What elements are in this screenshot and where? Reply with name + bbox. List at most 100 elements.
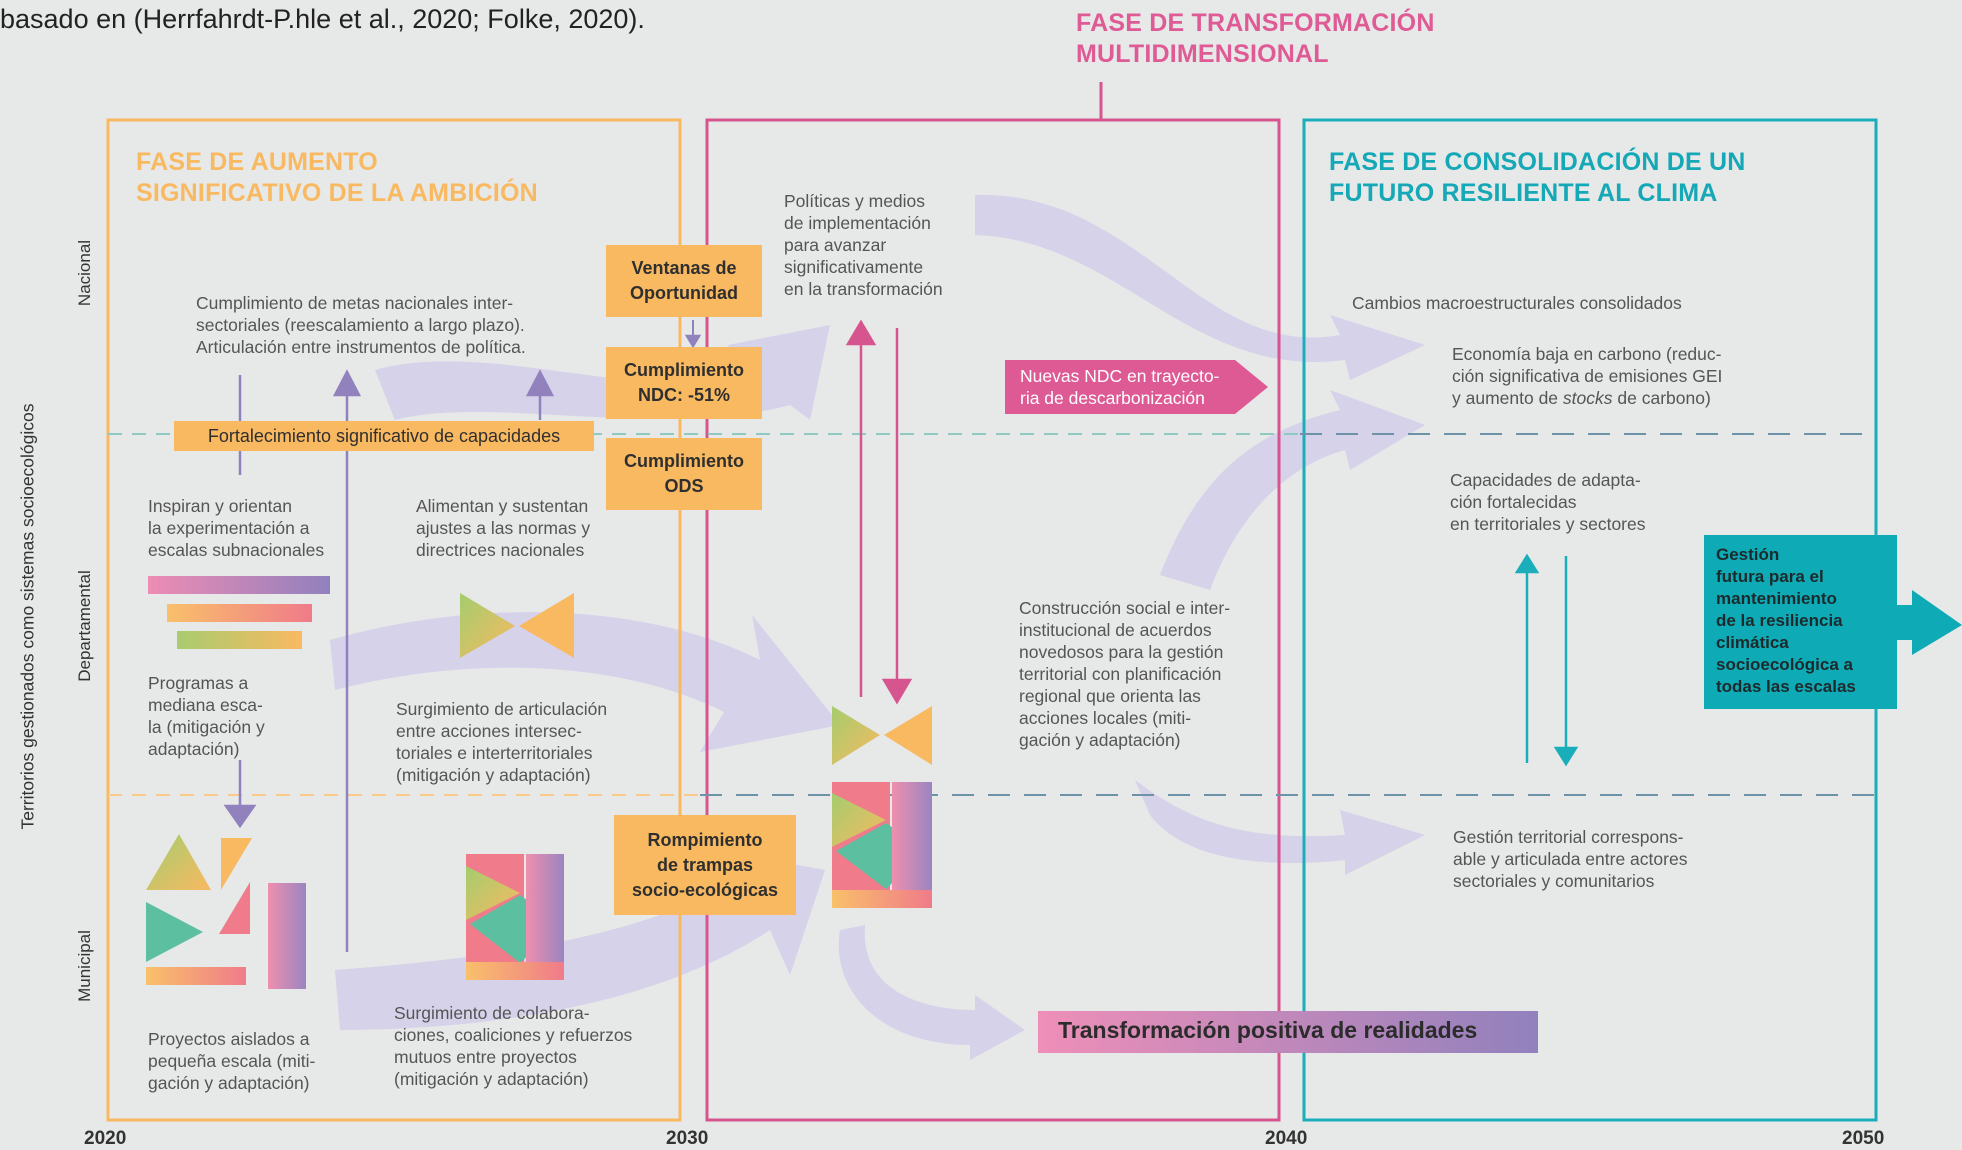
box-ventanas: Ventanas de Oportunidad — [606, 245, 762, 317]
proyectos-line1: Proyectos aislados a — [148, 1029, 310, 1049]
politicas-line5: en la transformación — [784, 279, 943, 299]
economia-line3b: stocks — [1562, 388, 1613, 408]
flow-arrow-4 — [975, 194, 1425, 380]
proyectos-line2: pequeña escala (miti- — [148, 1051, 316, 1071]
text-inspiran: Inspiran y orientan la experimentación a… — [148, 495, 324, 561]
teal-arrow-up-head — [1514, 553, 1540, 574]
text-capacidades-adaptacion: Capacidades de adapta- ción fortalecidas… — [1450, 469, 1646, 535]
gradient-bar-2 — [167, 604, 312, 622]
frame-transformation — [705, 118, 1281, 1122]
gestion-text: Gestión futura para el mantenimiento de … — [1716, 544, 1856, 698]
capacidades-adaptacion-line3: en territoriales y sectores — [1450, 514, 1646, 534]
gestion-line4: de la resiliencia — [1716, 611, 1843, 630]
frame-ambition — [106, 118, 682, 1122]
figure-caption: basado en (Herrfahrdt-P.hle et al., 2020… — [0, 4, 645, 34]
year-2030: 2030 — [666, 1128, 709, 1149]
box-trampas-line3: socio-ecológicas — [631, 879, 779, 900]
box-ndc-line2: NDC: -51% — [637, 385, 730, 405]
text-proyectos: Proyectos aislados a pequeña escala (mit… — [148, 1028, 315, 1094]
inspiran-line1: Inspiran y orientan — [148, 496, 292, 516]
gradient-bar-3 — [177, 631, 302, 649]
nuevas-ndc-line2: ria de descarbonización — [1020, 388, 1205, 408]
y-axis-label: Territorios gestionados como sistemas so… — [17, 403, 38, 830]
surgimiento-colaboraciones-line2: ciones, coaliciones y refuerzos — [394, 1025, 633, 1045]
phase-title-ambition-line2: SIGNIFICATIVO DE LA AMBICIÓN — [136, 179, 538, 207]
arrow-head-d — [223, 804, 257, 829]
economia-line3a: y aumento de — [1452, 388, 1563, 408]
phase-title-transformation-line1: FASE DE TRANSFORMACIÓN — [1076, 9, 1435, 37]
box-trampas-line1: Rompimiento — [647, 829, 763, 850]
transformacion-text: Transformación positiva de realidades — [1058, 1017, 1478, 1043]
surgimiento-articulacion-line2: entre acciones intersec- — [396, 721, 582, 741]
gestion-box — [1704, 535, 1897, 709]
inspiran-line2: la experimentación a — [148, 518, 310, 538]
surgimiento-colaboraciones-line3: mutuos entre proyectos — [394, 1047, 577, 1067]
surgimiento-articulacion-line1: Surgimiento de articulación — [396, 699, 608, 719]
text-alimentan: Alimentan y sustentan ajustes a las norm… — [416, 495, 590, 561]
phase-title-ambition: FASE DE AUMENTO SIGNIFICATIVO DE LA AMBI… — [136, 147, 538, 209]
teal-arrow-down-head — [1553, 746, 1579, 767]
box-trampas: Rompimiento de trampas socio-ecológicas — [614, 815, 796, 915]
year-2040: 2040 — [1265, 1128, 1308, 1149]
politicas-line2: de implementación — [784, 213, 931, 233]
bowtie-shape-1 — [460, 593, 574, 658]
flow-arrow-6 — [1135, 780, 1425, 875]
construccion-line6: acciones locales (miti- — [1019, 708, 1192, 728]
gestion-line5: climática — [1716, 633, 1789, 652]
cumplimiento-metas-line3: Articulación entre instrumentos de polít… — [196, 337, 526, 357]
text-surgimiento-articulacion: Surgimiento de articulación entre accion… — [396, 698, 607, 786]
text-cumplimiento-metas: Cumplimiento de metas nacionales inter- … — [196, 292, 526, 358]
shape-cluster-municipal — [146, 834, 306, 989]
construccion-line1: Construcción social e inter- — [1019, 598, 1231, 618]
proyectos-line3: gación y adaptación) — [148, 1073, 310, 1093]
programas-line1: Programas a — [148, 673, 249, 693]
flow-arrow-7 — [838, 925, 1025, 1060]
surgimiento-colaboraciones-line1: Surgimiento de colabora- — [394, 1003, 590, 1023]
arrow-head-b — [332, 369, 362, 397]
alimentan-line2: ajustes a las normas y — [416, 518, 591, 538]
row-label-national: Nacional — [75, 239, 94, 307]
flow-arrow-2 — [335, 850, 825, 1030]
capacidades-adaptacion-line1: Capacidades de adapta- — [1450, 470, 1641, 490]
economia-line1: Economía baja en carbono (reduc- — [1452, 344, 1722, 364]
text-politicas: Políticas y medios de implementación par… — [784, 190, 943, 300]
text-surgimiento-colaboraciones: Surgimiento de colabora- ciones, coalici… — [394, 1002, 632, 1090]
politicas-line4: significativamente — [784, 257, 924, 277]
text-programas: Programas a mediana esca- la (mitigación… — [148, 672, 265, 760]
construccion-line5: regional que orienta las — [1019, 686, 1201, 706]
box-ndc-line1: Cumplimiento — [624, 360, 744, 380]
text-gestion-territorial: Gestión territorial correspons- able y a… — [1453, 826, 1687, 892]
gestion-line6: socioecológica a — [1716, 655, 1853, 674]
economia-line3c: de carbono) — [1612, 388, 1711, 408]
box-ventanas-line2: Oportunidad — [630, 283, 738, 303]
economia-line2: ción significativa de emisiones GEI — [1452, 366, 1723, 386]
flow-arrow-1 — [330, 612, 840, 752]
flow-arrow-5 — [1160, 390, 1425, 590]
capacidades-adaptacion-line2: ción fortalecidas — [1450, 492, 1577, 512]
box-trampas-line2: de trampas — [656, 854, 754, 875]
politicas-line1: Políticas y medios — [784, 191, 926, 211]
nuevas-ndc-shape — [1005, 360, 1268, 414]
pink-arrow-up-head — [845, 319, 877, 346]
gestion-territorial-line1: Gestión territorial correspons- — [1453, 827, 1684, 847]
text-cambios: Cambios macroestructurales consolidados — [1352, 293, 1682, 313]
gestion-line7: todas las escalas — [1716, 677, 1856, 696]
gestion-territorial-line2: able y articulada entre actores — [1453, 849, 1688, 869]
construccion-line2: institucional de acuerdos — [1019, 620, 1212, 640]
pink-arrow-down-head — [881, 678, 913, 705]
phase-title-ambition-line1: FASE DE AUMENTO — [136, 148, 378, 176]
gestion-arrow — [1897, 590, 1962, 655]
composite-square-1 — [466, 854, 564, 980]
phase-title-consolidation: FASE DE CONSOLIDACIÓN DE UN FUTURO RESIL… — [1329, 147, 1746, 209]
construccion-line3: novedosos para la gestión — [1019, 642, 1224, 662]
phase-title-transformation: FASE DE TRANSFORMACIÓN MULTIDIMENSIONAL — [1076, 8, 1435, 70]
year-2050: 2050 — [1842, 1128, 1885, 1149]
inspiran-line3: escalas subnacionales — [148, 540, 325, 560]
surgimiento-colaboraciones-line4: (mitigación y adaptación) — [394, 1069, 589, 1089]
arrow-head-c — [525, 369, 555, 397]
box-ventanas-line1: Ventanas de — [631, 258, 737, 278]
gradient-bar-1 — [148, 576, 330, 594]
gestion-line1: Gestión — [1716, 545, 1780, 564]
